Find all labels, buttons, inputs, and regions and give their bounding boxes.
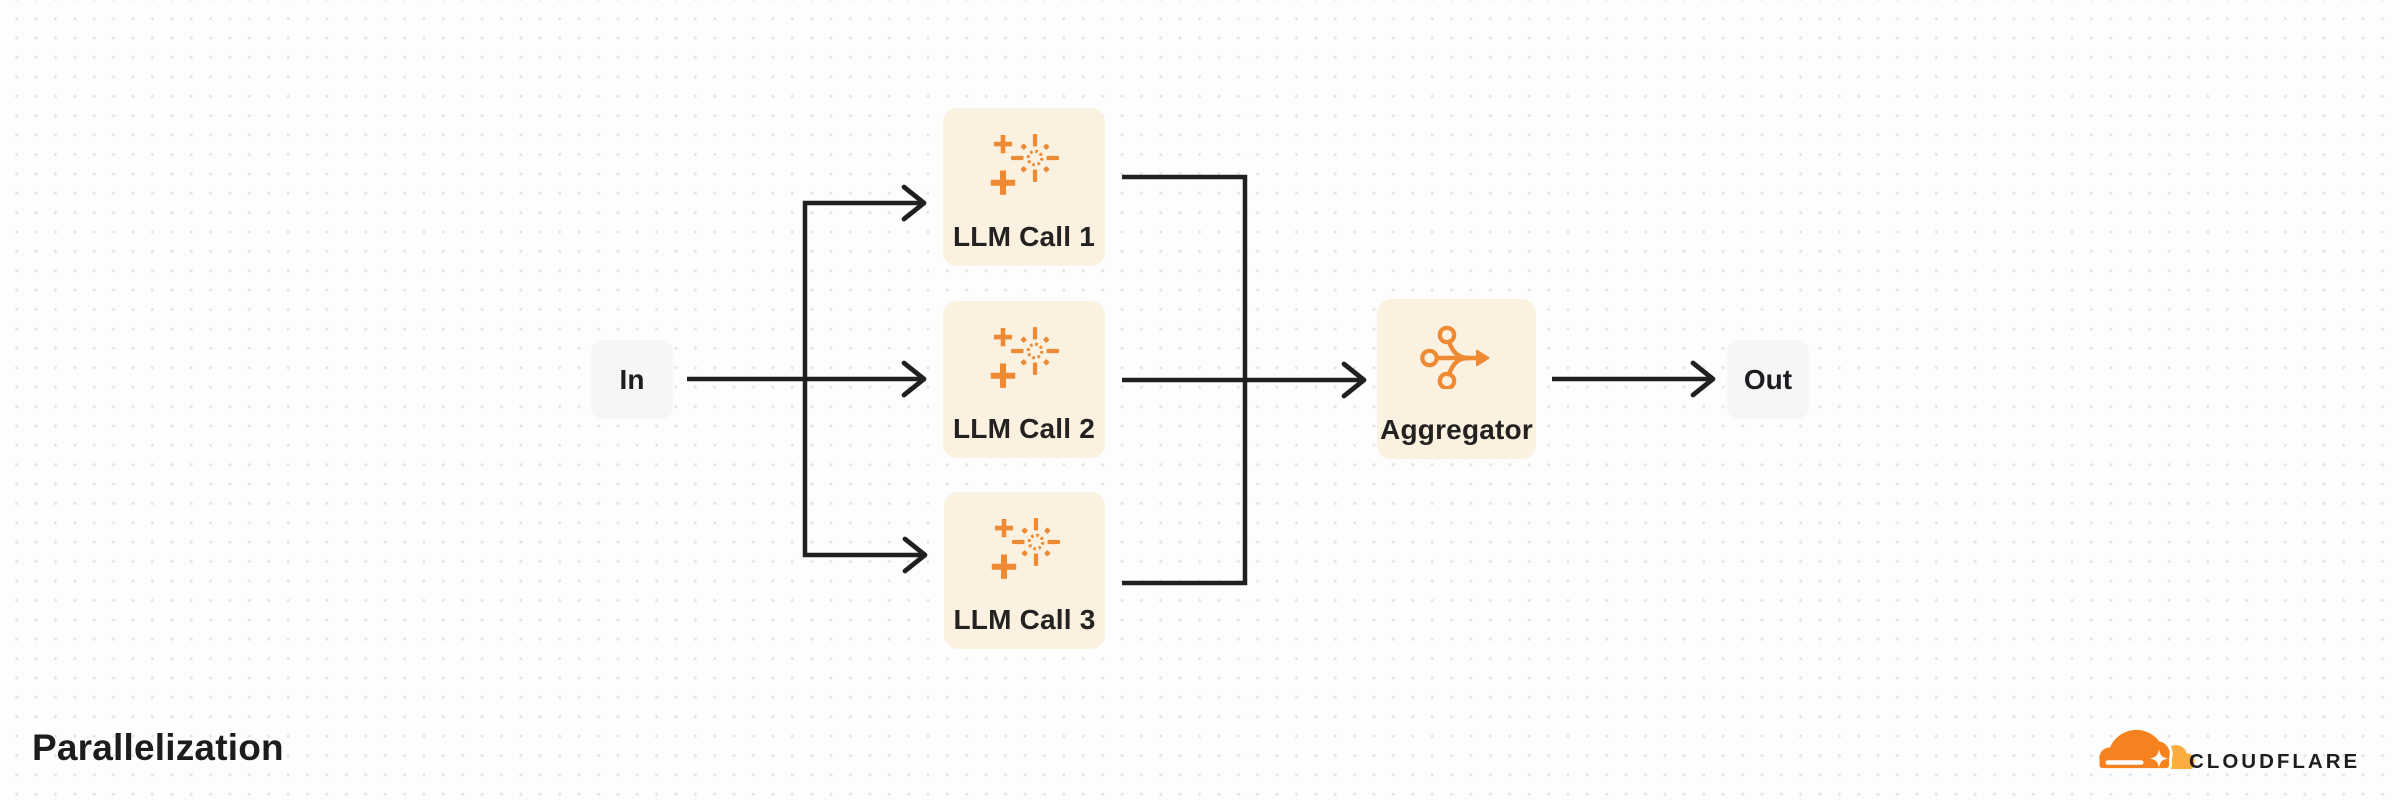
sparkles-icon (988, 134, 1060, 196)
arrowhead-llm1 (901, 184, 927, 222)
sparkles-icon (989, 518, 1061, 580)
merge-arrow-icon (1419, 325, 1494, 391)
arrowhead-out (1690, 360, 1716, 398)
cloudflare-cloud-icon (2096, 726, 2195, 772)
arrowhead-aggregator (1341, 361, 1367, 399)
node-in-label: In (619, 363, 645, 395)
node-llm-call-1-label: LLM Call 1 (952, 221, 1095, 252)
arrowhead-llm2 (901, 360, 927, 398)
node-out: Out (1728, 341, 1808, 418)
node-aggregator: Aggregator (1377, 299, 1536, 459)
node-llm-call-2: LLM Call 2 (943, 301, 1105, 458)
figure-title: Parallelization (32, 727, 284, 768)
node-llm-call-3-label: LLM Call 3 (953, 604, 1096, 635)
cloudflare-logo: CLOUDFLARE (2092, 726, 2392, 780)
cloudflare-wordmark: CLOUDFLARE (2189, 750, 2361, 773)
node-out-label: Out (1743, 363, 1793, 395)
edge-merge-bracket (1122, 174, 1248, 586)
arrowhead-llm3 (902, 536, 928, 574)
edge-split-branches (802, 200, 923, 558)
node-llm-call-2-label: LLM Call 2 (952, 413, 1095, 444)
sparkles-icon (988, 327, 1060, 389)
node-llm-call-3: LLM Call 3 (944, 492, 1105, 649)
node-in: In (592, 341, 672, 418)
node-aggregator-label: Aggregator (1380, 414, 1533, 445)
node-llm-call-1: LLM Call 1 (943, 108, 1105, 266)
